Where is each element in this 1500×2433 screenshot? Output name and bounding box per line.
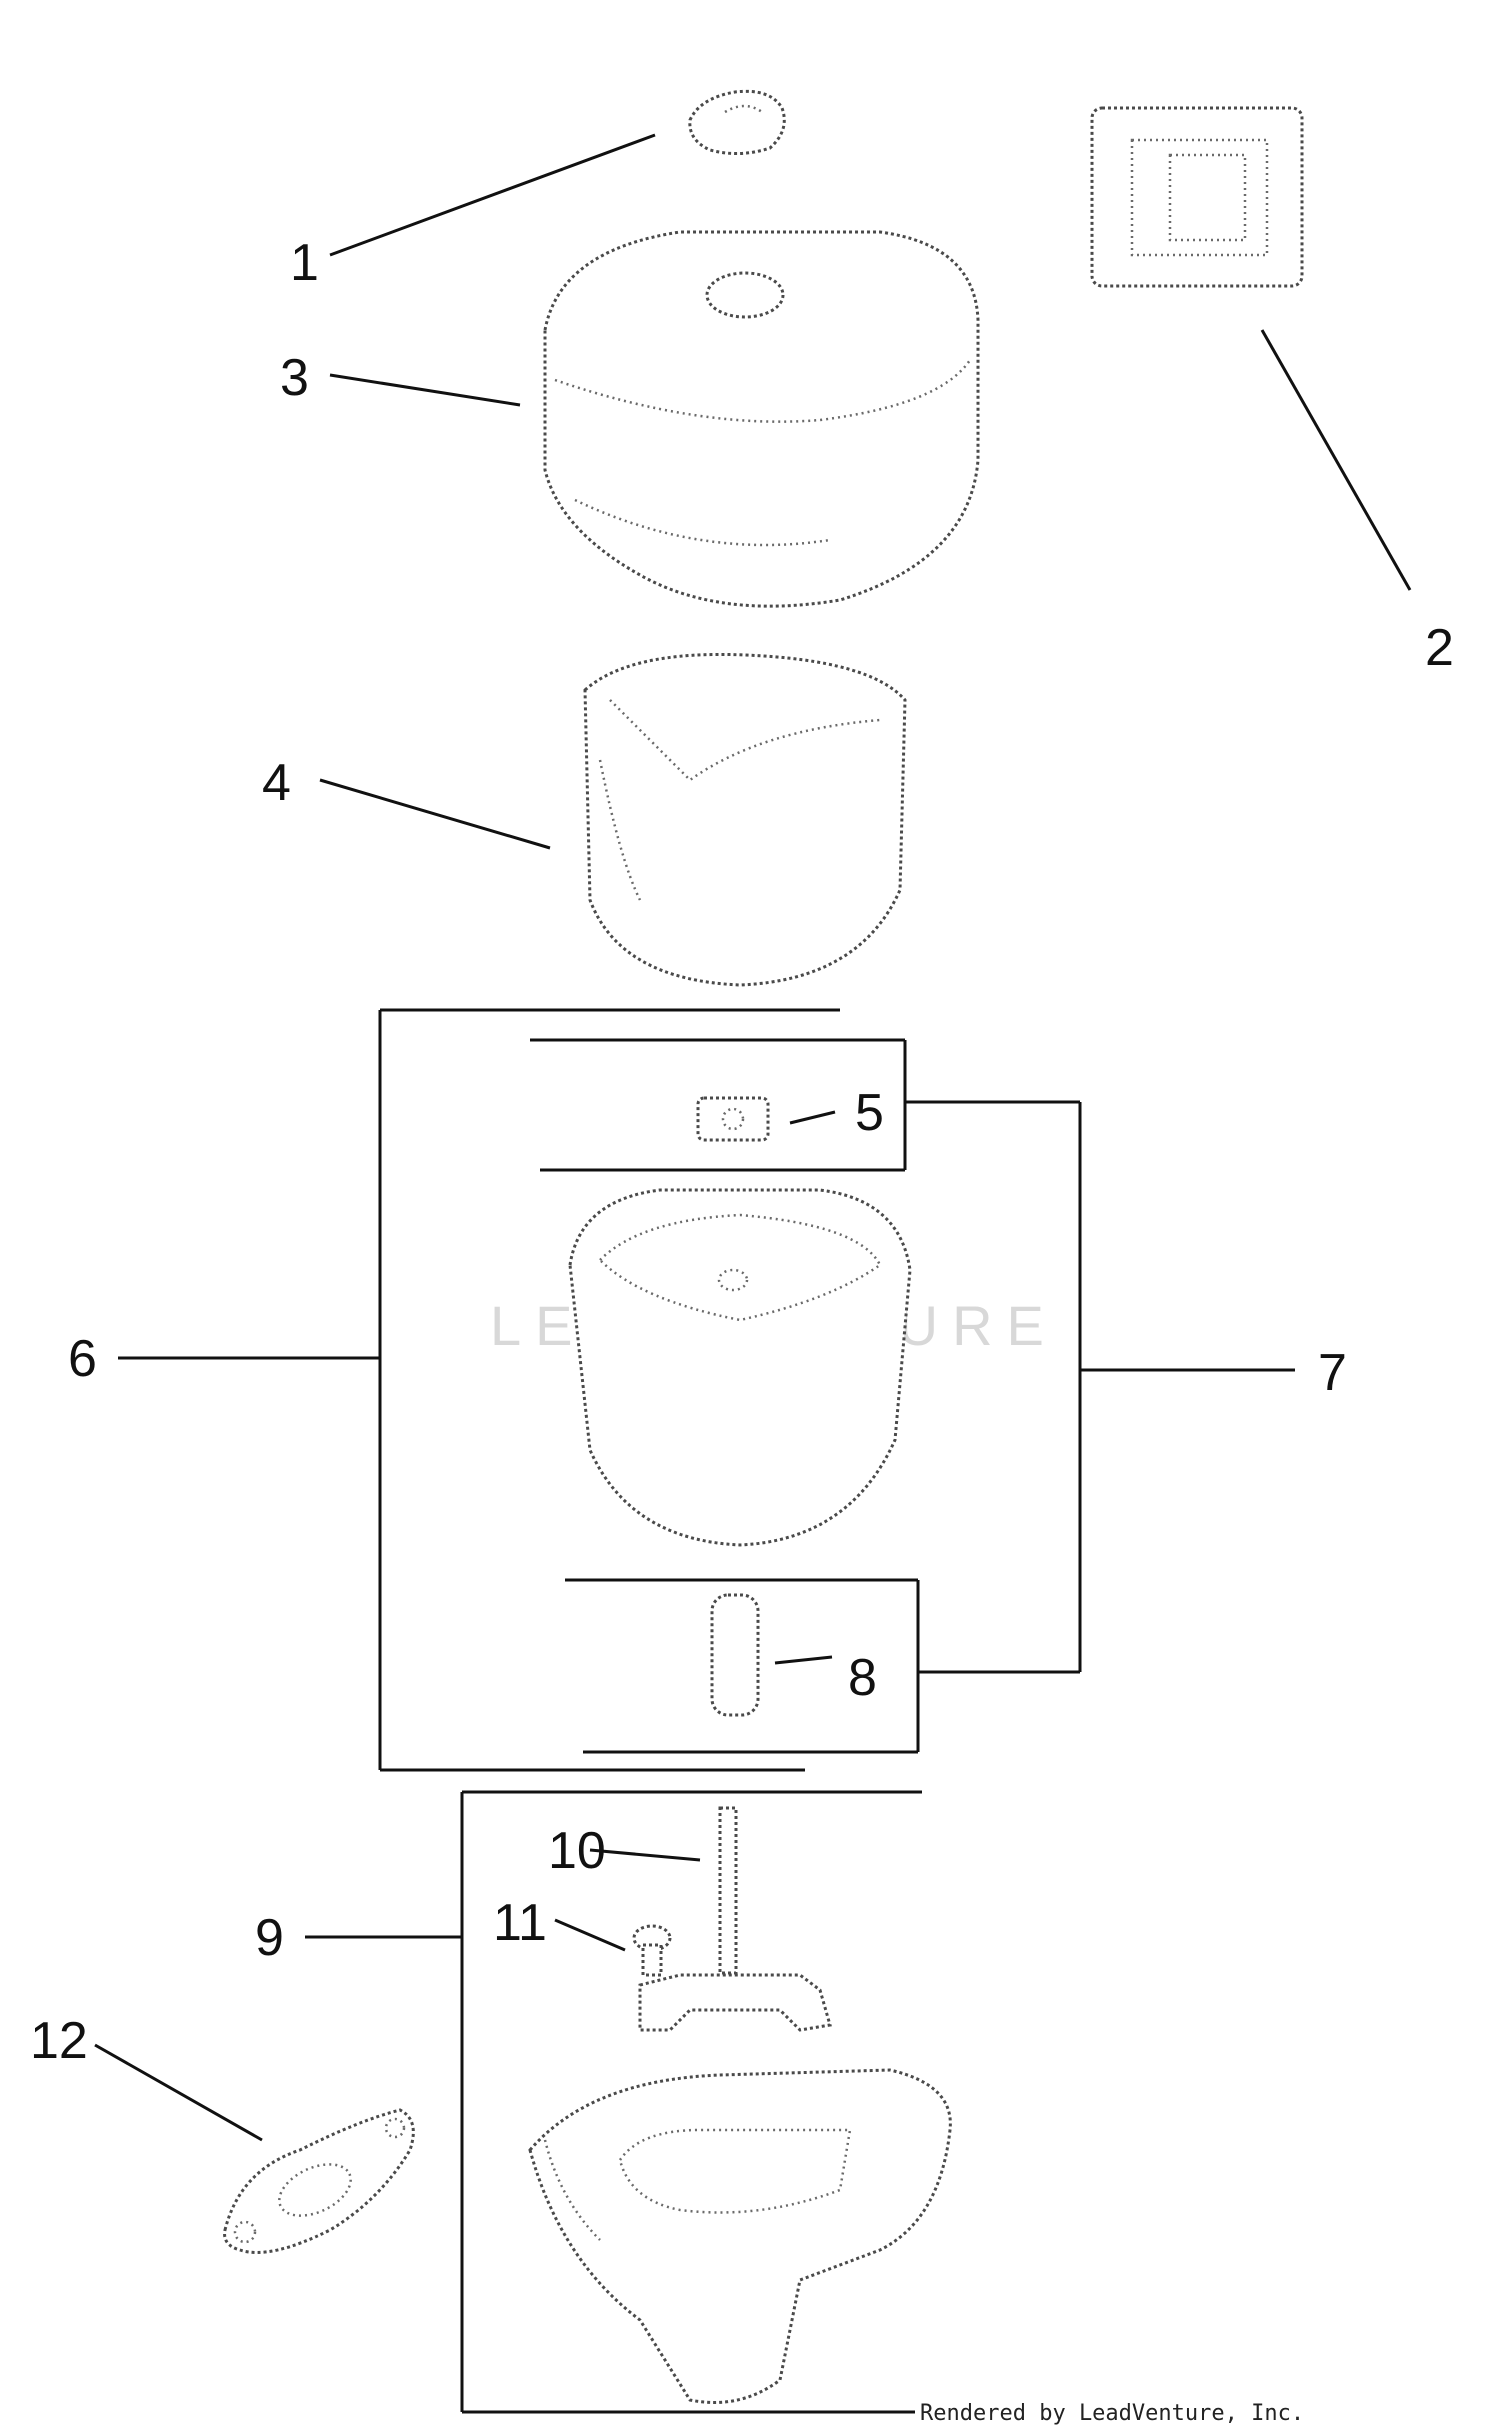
box-5 (530, 1038, 907, 1172)
label-3: 3 (280, 349, 309, 407)
label-10: 10 (548, 1822, 606, 1880)
label-5: 5 (855, 1084, 884, 1142)
box-8 (565, 1578, 920, 1754)
part-5-grommet (696, 1096, 770, 1142)
bracket-6 (118, 1008, 840, 1772)
part-2-block (1090, 106, 1304, 288)
part-11-screw (632, 1924, 672, 1977)
part-3-cover (543, 230, 980, 608)
bracket-9 (305, 1790, 922, 2414)
part-1-knob (688, 89, 786, 155)
credit-text: Rendered by LeadVenture, Inc. (920, 2401, 1304, 2426)
part-9-base (528, 2068, 952, 2404)
part-12-gasket (223, 2108, 415, 2254)
label-8: 8 (848, 1649, 877, 1707)
part-4-precleaner (583, 652, 907, 987)
label-11: 11 (493, 1894, 547, 1952)
label-9: 9 (255, 1909, 284, 1967)
label-7: 7 (1318, 1344, 1347, 1402)
part-6-filter-element (568, 1188, 912, 1547)
label-6: 6 (68, 1330, 97, 1388)
bracket-7 (905, 1100, 1295, 1674)
label-12: 12 (30, 2012, 88, 2070)
part-8-tube (710, 1593, 760, 1717)
label-4: 4 (262, 754, 291, 812)
label-2: 2 (1425, 619, 1454, 677)
label-1: 1 (290, 234, 319, 292)
part-10-stud-bracket (638, 1806, 832, 2032)
leader-lines (94, 133, 1412, 2142)
